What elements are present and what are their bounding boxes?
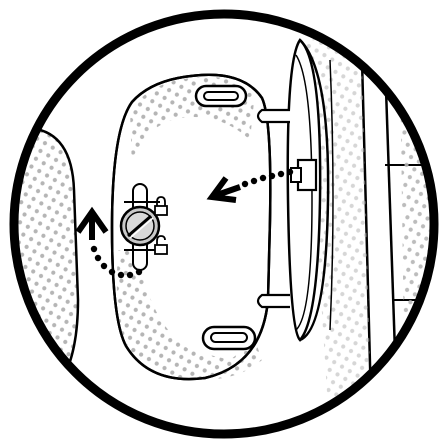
coin-dial-icon: [119, 205, 161, 247]
bottom-slot: [201, 325, 257, 351]
zoom-circle-border: [9, 9, 439, 439]
closed-lock-icon: [154, 196, 168, 216]
top-slot: [194, 84, 248, 108]
device-body-edge: [29, 126, 80, 381]
dotted-arrow-left-icon: [206, 168, 294, 203]
plate-dots-bottom: [116, 250, 262, 381]
battery-cover-lid: [256, 38, 334, 342]
housing-dots-mid: [305, 20, 372, 434]
open-lock-icon: [154, 235, 168, 255]
curved-dotted-arrow-icon: [75, 206, 143, 279]
